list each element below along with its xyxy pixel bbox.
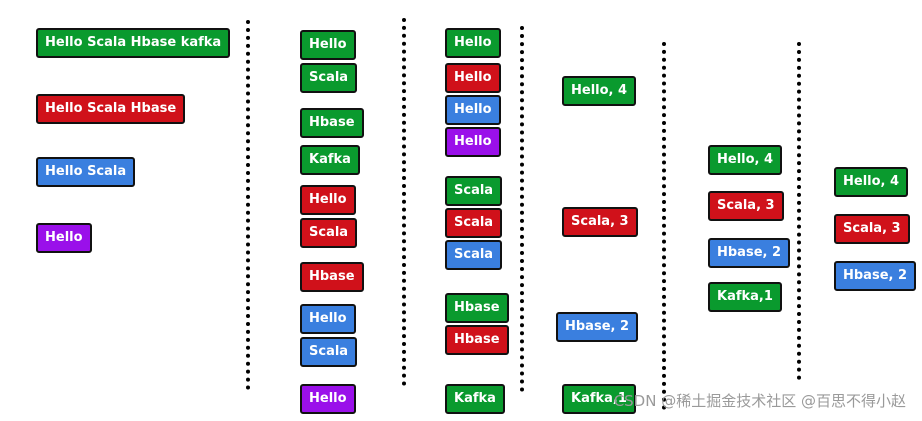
count-box: Kafka,1 [708,282,782,312]
line-box: Hello [36,223,92,253]
word-box: Hbase [445,293,509,323]
count-box: Hello, 4 [834,167,909,197]
separator-4 [662,42,666,410]
count-box: Hbase, 2 [708,238,791,268]
word-box: Kafka [300,145,360,175]
word-box: Hello [300,30,356,60]
word-box: Hbase [300,262,364,292]
line-box: Hello Scala [36,157,136,187]
word-box: Scala [445,240,503,270]
word-box: Hbase [300,108,364,138]
word-box: Scala [300,63,358,93]
separator-3 [520,26,524,392]
count-box: Scala, 3 [708,191,784,221]
watermark: CSDN @稀土掘金技术社区 @百思不得小赵 [613,392,906,410]
separator-2 [402,18,406,386]
word-box: Scala [300,218,358,248]
separator-1 [246,20,250,390]
word-box: Hello [445,95,501,125]
word-box: Hello [445,28,501,58]
line-box: Hello Scala Hbase kafka [36,28,231,58]
count-box: Hello, 4 [562,76,637,106]
word-box: Kafka [445,384,505,414]
word-box: Hello [300,304,356,334]
word-box: Hello [300,185,356,215]
count-box: Scala, 3 [834,214,910,244]
word-box: Hbase [445,325,509,355]
separator-5 [797,42,801,380]
word-box: Hello [300,384,356,414]
count-box: Hbase, 2 [556,312,639,342]
line-box: Hello Scala Hbase [36,94,186,124]
count-box: Scala, 3 [562,207,638,237]
count-box: Hbase, 2 [834,261,917,291]
word-box: Scala [445,176,503,206]
word-box: Scala [445,208,503,238]
count-box: Hello, 4 [708,145,783,175]
count-box: Kafka,1 [562,384,636,414]
word-box: Scala [300,337,358,367]
word-box: Hello [445,63,501,93]
word-box: Hello [445,127,501,157]
